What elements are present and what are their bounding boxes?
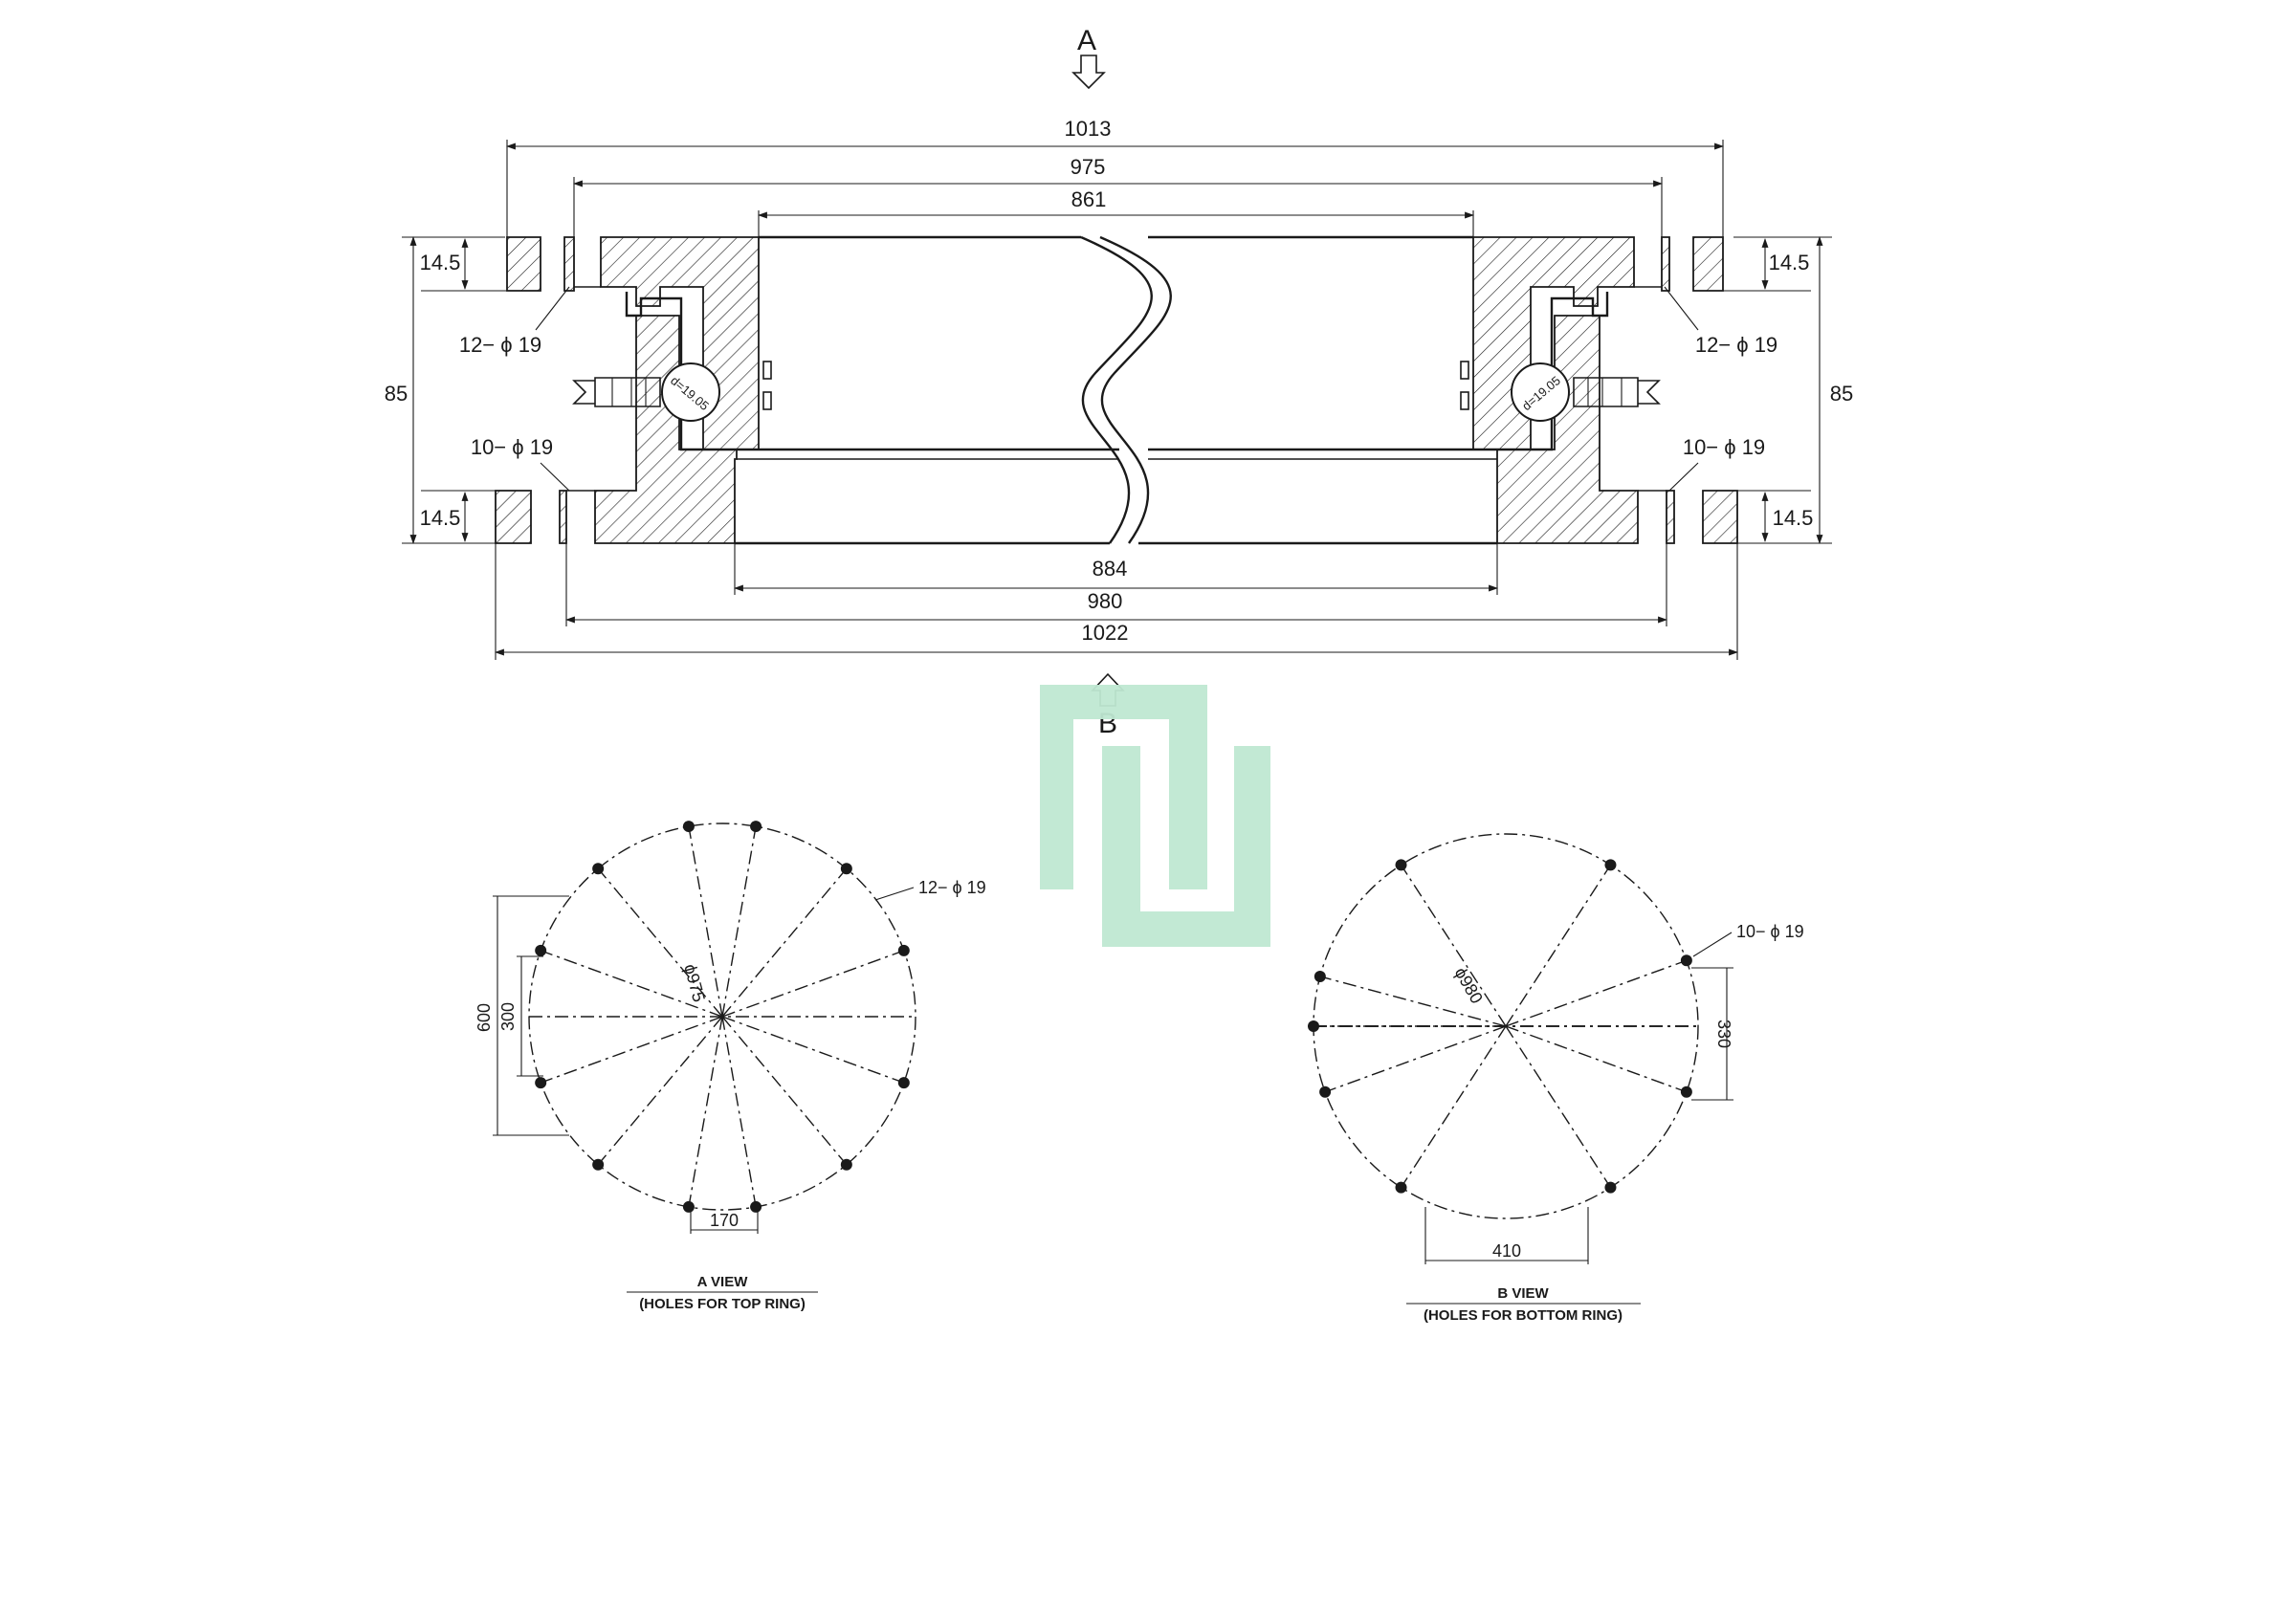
bolt-hole <box>592 1158 605 1171</box>
bolt-hole <box>1680 954 1692 967</box>
spoke-line <box>1505 1025 1688 1093</box>
bolt-hole <box>682 1200 695 1213</box>
grease-nipple-left <box>572 377 661 407</box>
view-b-subtitle: (HOLES FOR BOTTOM RING) <box>1424 1307 1623 1324</box>
spoke-line <box>597 1016 723 1166</box>
dim-85-right: 85 <box>1830 382 1853 406</box>
bolt-hole <box>1308 1020 1319 1032</box>
dim-14-5-bottom-right: 14.5 <box>1773 506 1814 530</box>
section-hole-callouts: 12− ϕ 19 10− ϕ 19 12− ϕ 19 10− ϕ 19 <box>459 286 1777 492</box>
spoke-line <box>721 1016 757 1208</box>
bolt-hole <box>592 863 605 875</box>
spoke-line <box>597 867 723 1018</box>
bolt-hole <box>1314 970 1326 982</box>
spoke-line <box>721 1016 848 1166</box>
dim-600: 600 <box>475 1003 494 1032</box>
spoke-line <box>1400 1025 1507 1188</box>
dim-14-5-top-right: 14.5 <box>1769 251 1810 274</box>
top-dimensions: 1013 975 861 <box>506 117 1724 287</box>
dim-14-5-top-left: 14.5 <box>420 251 461 274</box>
bolt-hole <box>897 944 910 956</box>
view-a: ϕ975 12− ϕ 19 600 300 170 A VIEW (HOLES … <box>475 821 986 1312</box>
bolt-hole <box>1319 1086 1332 1098</box>
spoke-line <box>1324 1025 1507 1093</box>
bolt-hole <box>897 1077 910 1089</box>
ball-right <box>1511 362 1570 422</box>
spoke-line <box>688 1016 723 1208</box>
spoke-line <box>1505 959 1688 1027</box>
arrow-down-icon <box>1071 55 1106 90</box>
bolt-hole <box>1604 1181 1617 1194</box>
bolt-hole <box>1604 859 1617 871</box>
bottom-dimensions: 884 980 1022 <box>495 543 1738 660</box>
spokes-b <box>1314 865 1698 1188</box>
bolt-hole <box>1395 859 1407 871</box>
pcd-label-b: ϕ980 <box>1451 964 1487 1007</box>
bolt-hole <box>840 863 852 875</box>
bore-outline <box>735 235 1497 545</box>
dim-330: 330 <box>1714 1020 1733 1048</box>
logo-mark-icon <box>1040 685 1270 947</box>
dim-1013: 1013 <box>1065 117 1112 141</box>
dim-14-5-bottom-left: 14.5 <box>420 506 461 530</box>
dim-85-left: 85 <box>385 382 408 406</box>
spoke-line <box>721 867 848 1018</box>
bolt-hole <box>750 821 762 833</box>
bolt-hole <box>840 1158 852 1171</box>
spoke-line <box>721 950 905 1018</box>
callout-a: 12− ϕ 19 <box>918 878 986 897</box>
pcd-label-a: ϕ975 <box>680 962 709 1004</box>
view-a-subtitle: (HOLES FOR TOP RING) <box>639 1296 806 1312</box>
view-a-title: A VIEW <box>697 1274 749 1290</box>
holes-a <box>535 821 910 1213</box>
ball-left <box>661 362 720 422</box>
dim-300: 300 <box>498 1002 518 1031</box>
bolt-hole <box>682 821 695 833</box>
dim-1022: 1022 <box>1082 621 1129 645</box>
view-a-arrow: A <box>1071 25 1106 90</box>
spoke-line <box>1505 1025 1612 1188</box>
callout-top-left: 12− ϕ 19 <box>459 333 541 357</box>
holes-b <box>1308 859 1692 1194</box>
callout-bottom-left: 10− ϕ 19 <box>471 435 553 459</box>
bolt-hole <box>750 1200 762 1213</box>
dim-975: 975 <box>1071 155 1106 179</box>
view-b: ϕ980 10− ϕ 19 330 410 B VIEW (HOLES FOR … <box>1308 833 1804 1324</box>
spoke-line <box>540 1016 723 1084</box>
grease-nipple-right <box>1573 377 1661 407</box>
dim-410: 410 <box>1492 1241 1521 1261</box>
spoke-line <box>721 825 757 1018</box>
spoke-line <box>540 950 723 1018</box>
callout-b: 10− ϕ 19 <box>1736 922 1804 941</box>
section-view: A 1013 975 861 85 85 <box>385 25 1853 739</box>
left-ring-section: d=19.05 <box>495 236 772 544</box>
height-dimensions: 85 85 14.5 14.5 14.5 14.5 <box>385 236 1853 544</box>
dim-861: 861 <box>1071 187 1107 211</box>
spokes-a <box>529 825 916 1208</box>
spoke-line <box>1505 865 1612 1027</box>
bolt-hole <box>1395 1181 1407 1194</box>
view-marker-a: A <box>1077 25 1096 56</box>
spoke-line <box>688 825 723 1018</box>
right-ring-section: d=19.05 <box>1460 236 1738 544</box>
spoke-line <box>721 1016 905 1084</box>
bolt-hole <box>535 1077 547 1089</box>
bolt-hole <box>1680 1086 1692 1098</box>
spoke-line <box>1400 865 1507 1027</box>
callout-top-right: 12− ϕ 19 <box>1695 333 1777 357</box>
break-line <box>1080 235 1153 544</box>
dim-980: 980 <box>1088 589 1123 613</box>
dim-884: 884 <box>1093 557 1128 581</box>
callout-bottom-right: 10− ϕ 19 <box>1683 435 1765 459</box>
view-b-title: B VIEW <box>1497 1285 1549 1302</box>
dim-170: 170 <box>710 1211 739 1230</box>
bolt-hole <box>535 944 547 956</box>
spoke-line <box>1319 976 1507 1027</box>
